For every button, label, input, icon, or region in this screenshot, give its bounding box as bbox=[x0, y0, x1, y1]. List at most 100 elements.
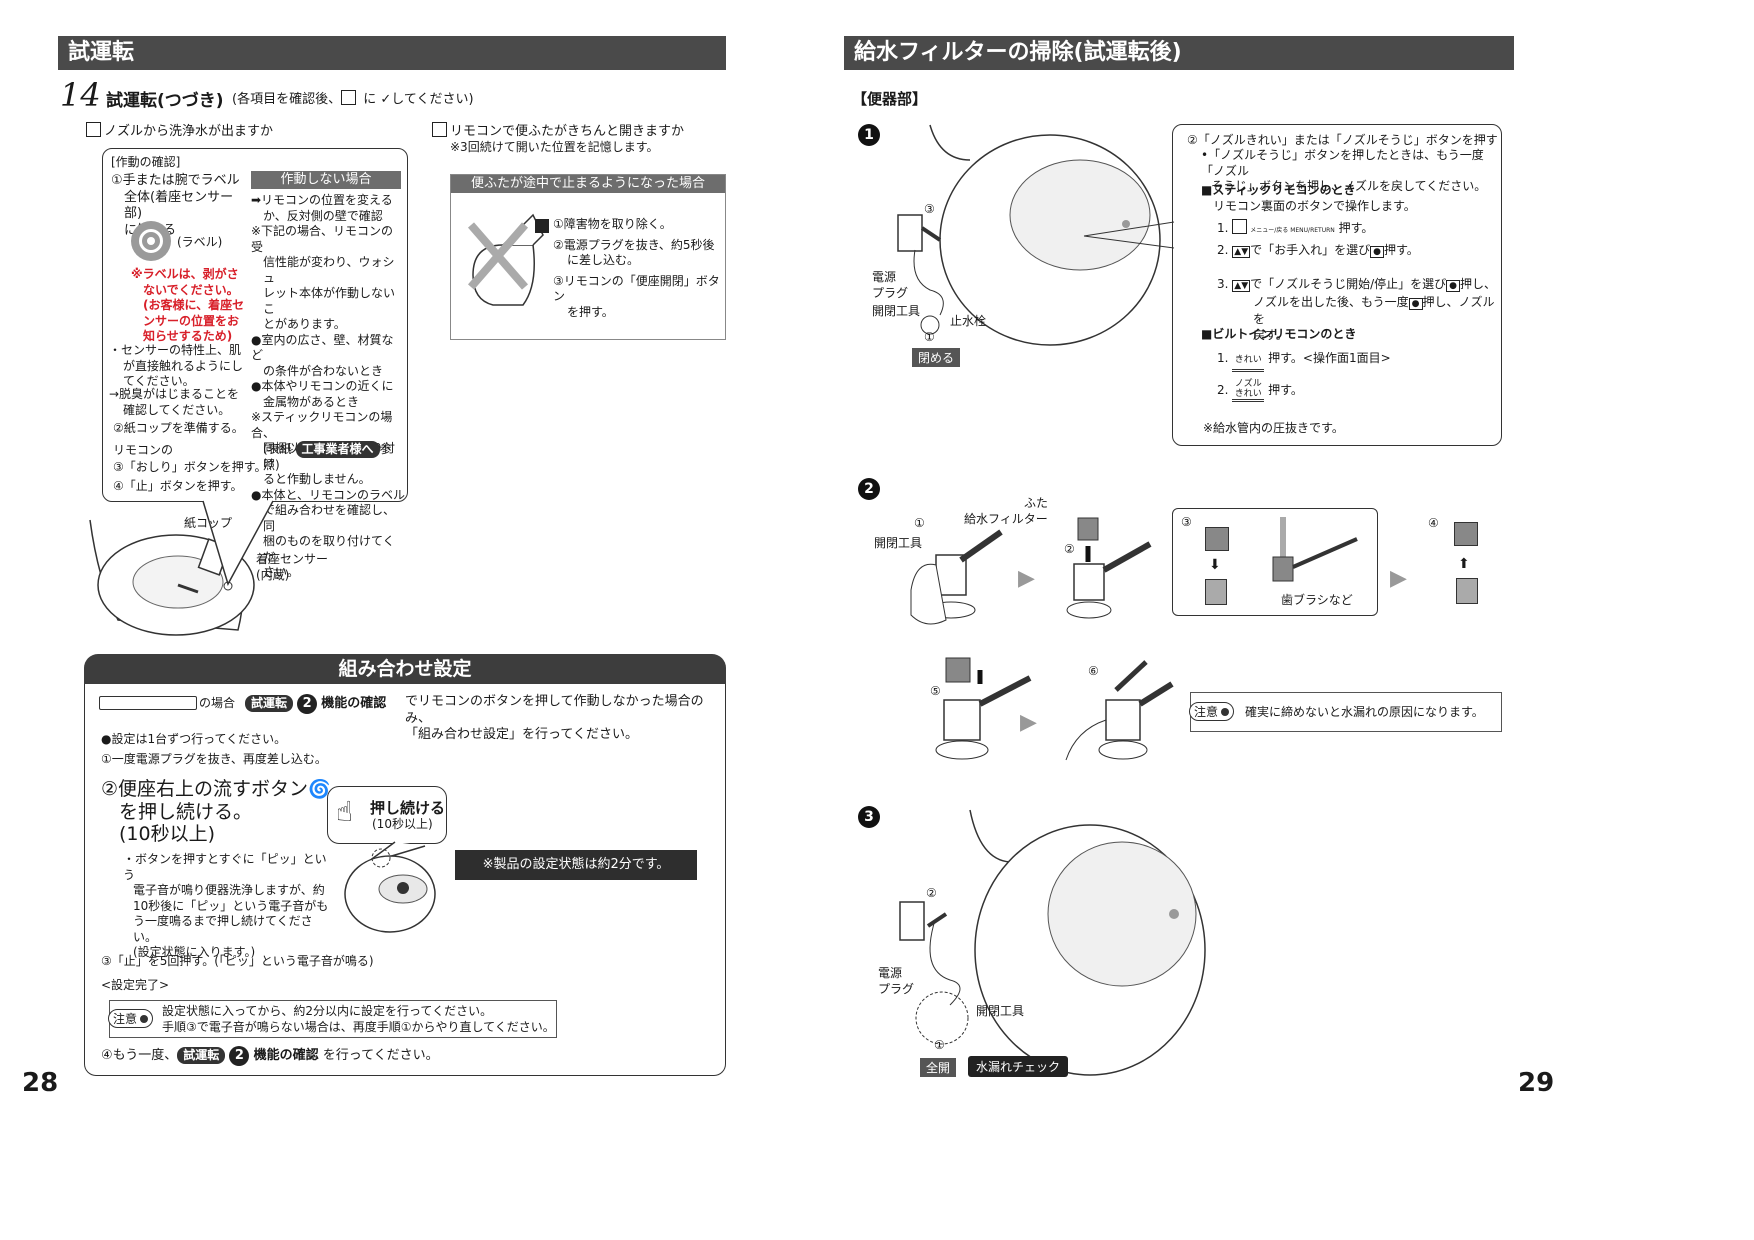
check-lid-note: ※3回続けて開いた位置を記憶します。 bbox=[450, 140, 659, 154]
brush-clean-illustration bbox=[1272, 517, 1358, 582]
stick-step1: 1. メニュー/戻る MENU/RETURN 押す。 bbox=[1217, 219, 1374, 235]
step-2-icon: 2 bbox=[858, 478, 880, 500]
filter-remove-illustration-2 bbox=[1066, 517, 1152, 619]
up-down-button-icon: ▲▼ bbox=[1232, 280, 1251, 292]
valve-close-illustration bbox=[897, 124, 1161, 346]
filter-part-icon bbox=[1456, 578, 1478, 604]
check-lid: リモコンで便ふたがきちんと開きますか bbox=[432, 122, 684, 141]
right-page-header: 給水フィルターの掃除(試運転後) bbox=[844, 36, 1514, 70]
menu-return-button-icon bbox=[1232, 219, 1248, 234]
filter-label: 給水フィルター bbox=[964, 512, 1048, 526]
combo-intro-ref: 試運転 2 機能の確認 bbox=[245, 694, 386, 714]
filter-tighten-illustration bbox=[1065, 660, 1174, 761]
label-caption: (ラベル) bbox=[177, 235, 223, 249]
builtin-step2: 2. ノズルきれい 押す。 bbox=[1217, 379, 1303, 402]
lid-label: ふた bbox=[1024, 496, 1049, 510]
tool-label: 開閉工具 bbox=[872, 304, 921, 318]
combo-step3: ③「止」を5回押す。(「ピッ」という電子音が鳴る) bbox=[101, 954, 374, 968]
operation-check-box: [作動の確認] ①手または腕でラベル 全体(着座センサー部) に触れる (ラベル… bbox=[102, 148, 408, 579]
section-title: 【便器部】 bbox=[852, 90, 928, 108]
power-plug-label: 電源プラグ bbox=[878, 966, 915, 996]
test-run-pill: 試運転 bbox=[245, 695, 294, 712]
combo-bullet: ●設定は1台ずつ行ってください。 bbox=[101, 732, 287, 746]
kirei-button-icon: きれい bbox=[1232, 353, 1265, 372]
combo-header: 組み合わせ設定 bbox=[84, 654, 726, 684]
arrow-right-icon: ▶ bbox=[1020, 710, 1037, 735]
leak-check-tag: 水漏れチェック bbox=[968, 1056, 1069, 1077]
lid-illustration bbox=[467, 213, 549, 306]
combo-step4: ④もう一度、試運転 2 機能の確認 を行ってください。 bbox=[101, 1046, 439, 1066]
filter-icon bbox=[1454, 522, 1478, 546]
arrow-down-icon: ⬇ bbox=[1209, 557, 1221, 573]
installer-pill: 工事業者様へ bbox=[295, 441, 380, 458]
valve-open-illustration bbox=[899, 809, 1206, 1076]
stick-step3: 3. ▲▼で「ノズルそうじ開始/停止」を選び●押し、 ノズルを出した後、もう一度… bbox=[1217, 277, 1497, 342]
op-step3: ③「おしり」ボタンを押す。 bbox=[113, 460, 267, 474]
combo-intro: の場合 bbox=[199, 696, 236, 710]
op-step2: ②紙コップを準備する。 bbox=[113, 421, 244, 435]
step-title: 試運転(つづき) bbox=[106, 91, 224, 111]
step-3-icon: 3 bbox=[858, 806, 880, 828]
filter-part-icon bbox=[1205, 579, 1227, 605]
op-remote: リモコンの bbox=[113, 443, 174, 457]
power-plug-label: 電源プラグ bbox=[872, 270, 909, 300]
left-page-header: 試運転 bbox=[58, 36, 726, 70]
lid-stop-title: 便ふたが途中で止まるようになった場合 bbox=[451, 175, 725, 193]
select-button-icon: ● bbox=[1408, 297, 1423, 310]
combo-step1: ①一度電源プラグを抜き、再度差し込む。 bbox=[101, 752, 327, 766]
paper-cup-toilet-illustration bbox=[89, 500, 274, 636]
press-hold-bubble: ☝ 押し続ける (10秒以上) bbox=[327, 786, 447, 844]
step-2-icon: 2 bbox=[229, 1046, 250, 1066]
op-step4: ④「止」ボタンを押す。 bbox=[113, 479, 243, 493]
lid-stop-steps: ①障害物を取り除く。 ②電源プラグを抜き、約5秒後に差し込む。 ③リモコンの「便… bbox=[553, 217, 720, 319]
reference-note: (表紙 工事業者様へ参照) bbox=[263, 441, 392, 472]
checkbox-icon[interactable] bbox=[432, 122, 447, 137]
stick-step2: 2. ▲▼で「お手入れ」を選び●押す。 bbox=[1217, 243, 1419, 258]
select-button-icon: ● bbox=[1370, 246, 1384, 258]
arrow-right-icon: ▶ bbox=[1390, 566, 1407, 591]
arrow-right-icon: ▶ bbox=[1018, 566, 1035, 591]
arrow-up-icon: ⬆ bbox=[1458, 556, 1470, 572]
flush-icon: 🌀 bbox=[308, 779, 331, 800]
close-tag: 閉める bbox=[912, 348, 961, 367]
caution-icon: 注意 bbox=[1189, 702, 1235, 721]
setting-duration-box: ※製品の設定状態は約2分です。 bbox=[455, 850, 697, 880]
step-2-icon: 2 bbox=[297, 694, 318, 714]
valve-label: 止水栓 bbox=[950, 314, 987, 328]
deodor-note: →脱臭がはじまることを確認してください。 bbox=[109, 387, 240, 417]
press-icon: ☝ bbox=[336, 795, 354, 828]
lid-stop-box: 便ふたが途中で止まるようになった場合 ①障害物を取り除く。 ②電源プラグを抜き、… bbox=[450, 174, 726, 340]
checkbox-icon bbox=[341, 90, 357, 105]
op-title: [作動の確認] bbox=[111, 155, 181, 169]
combo-done: <設定完了> bbox=[101, 978, 170, 992]
pointer-line bbox=[1083, 221, 1175, 249]
filter-icon bbox=[1205, 527, 1229, 551]
tool-label: 開閉工具 bbox=[976, 1004, 1025, 1018]
flush-toilet-illustration bbox=[344, 841, 436, 933]
filter-reinstall-illustration bbox=[935, 657, 1032, 760]
page-number-right: 29 bbox=[1518, 1068, 1555, 1098]
sensor-label-icon bbox=[131, 221, 171, 261]
not-working-list: ➡リモコンの位置を変えるか、反対側の壁で確認 ※下記の場合、リモコンの受信性能が… bbox=[251, 193, 405, 579]
step-note: (各項目を確認後、 に ✓してください) bbox=[232, 90, 474, 107]
sensor-note: ・センサーの特性上、肌が直接触れるようにしてください。 bbox=[109, 343, 244, 388]
nozzle-info-box: ②「ノズルきれい」または「ノズルそうじ」ボタンを押す •「ノズルそうじ」ボタンを… bbox=[1172, 124, 1502, 446]
combo-intro-text: でリモコンのボタンを押して作動しなかった場合のみ、「組み合わせ設定」を行ってくだ… bbox=[405, 694, 704, 742]
filter-remove-illustration-1 bbox=[910, 529, 1003, 625]
label-warning: ※ラベルは、剥がさないでください。 (お客様に、着座センサーの位置をお 知らせす… bbox=[131, 267, 245, 343]
brush-label: 歯ブラシなど bbox=[1281, 593, 1353, 607]
combo-note: ・ボタンを押すとすぐに「ピッ」という電子音が鳴り便器洗浄しますが、約 10秒後に… bbox=[123, 852, 329, 959]
test-run-pill: 試運転 bbox=[177, 1047, 226, 1064]
select-button-icon: ● bbox=[1446, 280, 1461, 292]
page-number-left: 28 bbox=[22, 1068, 59, 1098]
up-down-button-icon: ▲▼ bbox=[1232, 246, 1251, 258]
full-open-tag: 全開 bbox=[920, 1058, 957, 1077]
not-working-title: 作動しない場合 bbox=[251, 171, 401, 189]
nozzle-kirei-button-icon: ノズルきれい bbox=[1232, 379, 1265, 402]
filter-clean-box: ③ ⬇ 歯ブラシなど bbox=[1172, 508, 1378, 616]
check-nozzle: ノズルから洗浄水が出ますか bbox=[86, 122, 273, 141]
step-number: 14 bbox=[60, 76, 101, 114]
builtin-step1: 1. きれい 押す。<操作面1面目> bbox=[1217, 351, 1391, 372]
combo-box: の場合 試運転 2 機能の確認 でリモコンのボタンを押して作動しなかった場合のみ… bbox=[84, 684, 726, 1076]
checkbox-icon[interactable] bbox=[86, 122, 101, 137]
